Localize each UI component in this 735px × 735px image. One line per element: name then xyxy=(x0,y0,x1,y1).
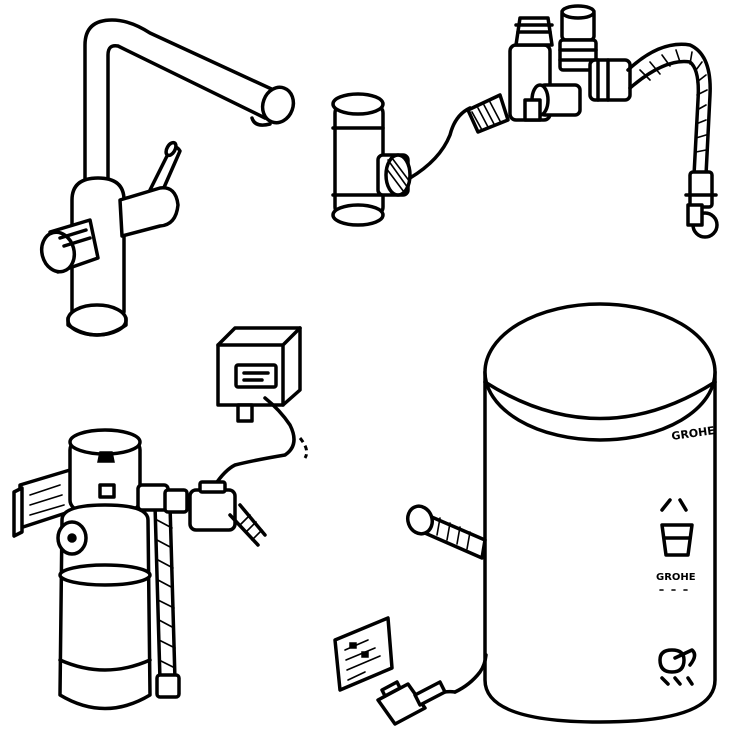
valve-icon xyxy=(466,4,719,239)
plug-icon xyxy=(376,653,488,726)
filter-unit xyxy=(12,428,267,711)
faucet-icon xyxy=(39,18,296,337)
boiler-top-brand: GROHE xyxy=(671,424,716,443)
kitchen-tap xyxy=(39,18,296,337)
boiler-icon: GROHE GROHE xyxy=(405,302,717,724)
wall-label-card xyxy=(333,616,394,692)
signal-cable xyxy=(298,437,309,459)
display-icon xyxy=(213,326,302,487)
t-connector xyxy=(331,92,472,227)
water-filter-icon xyxy=(12,428,267,711)
boiler-tank: GROHE GROHE xyxy=(405,302,717,724)
pipe-tee-icon xyxy=(331,92,472,227)
display-unit xyxy=(213,326,302,487)
boiler-logo-icon xyxy=(658,648,697,686)
mixing-valve-assembly xyxy=(466,4,719,239)
boiler-brand-label: GROHE xyxy=(656,572,696,583)
power-plug xyxy=(376,653,488,726)
card-icon xyxy=(333,616,394,692)
